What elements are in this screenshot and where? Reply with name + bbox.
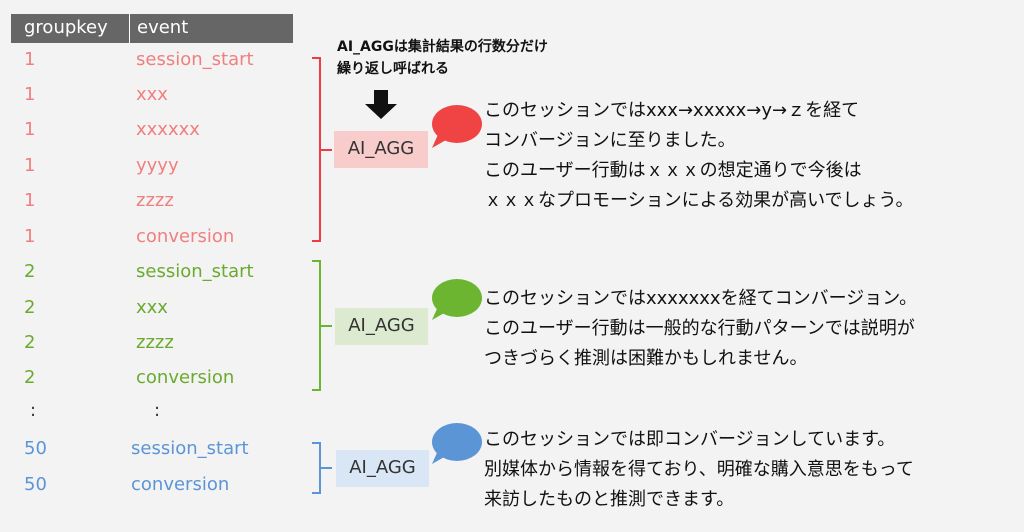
- green-line-1: このセッションではxxxxxxxを経てコンバージョン。: [484, 288, 918, 309]
- row-8-key: 2: [24, 297, 36, 318]
- row-5-event: zzzz: [136, 190, 174, 211]
- row-12-key: 50: [24, 474, 47, 495]
- blue-bubble-text: このセッションでは即コンバージョンしています。 別媒体から情報を得ており、明確な…: [484, 425, 914, 515]
- blue-speech-bubble-icon: [432, 423, 482, 461]
- row-7-key: 2: [24, 261, 36, 282]
- row-2-event: xxx: [136, 84, 168, 105]
- row-3-key: 1: [24, 119, 36, 140]
- note-line-1: AI_AGGは集計結果の行数分だけ: [337, 39, 548, 55]
- green-bubble-text: このセッションではxxxxxxxを経てコンバージョン。 このユーザー行動は一般的…: [484, 284, 917, 374]
- row-11-event: session_start: [131, 438, 249, 459]
- red-speech-bubble-body: [432, 105, 482, 143]
- note-line-2: 繰り返し呼ばれる: [337, 61, 449, 77]
- ellipsis-key: :: [30, 400, 37, 421]
- row-1-key: 1: [24, 49, 36, 70]
- ai-agg-box-green: AI_AGG: [335, 308, 428, 345]
- row-9-key: 2: [24, 332, 36, 353]
- blue-line-3: 来訪したものと推測できます。: [484, 489, 735, 510]
- header-event: event: [137, 17, 189, 38]
- header-groupkey: groupkey: [24, 17, 108, 38]
- green-line-3: つきづらく推測は困難かもしれません。: [484, 348, 808, 369]
- green-bracket: [312, 260, 332, 391]
- ai-agg-box-red: AI_AGG: [334, 131, 428, 168]
- red-line-4: ｘｘｘなプロモーションによる効果が高いでしょう。: [484, 190, 914, 211]
- down-arrow-icon: [365, 90, 397, 119]
- blue-line-2: 別媒体から情報を得ており、明確な購入意思をもって: [484, 459, 914, 480]
- row-6-event: conversion: [136, 226, 235, 247]
- header-divider: [129, 14, 130, 43]
- red-bubble-text: このセッションではxxx→xxxxx→y→ｚを経て コンバージョンに至りました。…: [484, 96, 913, 216]
- table-header: groupkey event: [11, 14, 293, 43]
- green-line-2: このユーザー行動は一般的な行動パターンでは説明が: [484, 318, 915, 339]
- ellipsis-event: :: [154, 400, 161, 421]
- row-4-key: 1: [24, 155, 36, 176]
- ai-agg-note: AI_AGGは集計結果の行数分だけ 繰り返し呼ばれる: [337, 36, 548, 80]
- row-2-key: 1: [24, 84, 36, 105]
- row-4-event: yyyy: [136, 155, 179, 176]
- ai-agg-box-blue: AI_AGG: [336, 450, 429, 487]
- row-7-event: session_start: [136, 261, 254, 282]
- red-bracket: [312, 57, 332, 242]
- red-line-1: このセッションではxxx→xxxxx→y→ｚを経て: [484, 100, 860, 121]
- red-line-2: コンバージョンに至りました。: [484, 130, 736, 151]
- row-11-key: 50: [24, 438, 47, 459]
- row-6-key: 1: [24, 226, 36, 247]
- row-10-event: conversion: [136, 367, 235, 388]
- row-9-event: zzzz: [136, 332, 174, 353]
- row-8-event: xxx: [136, 297, 168, 318]
- row-3-event: xxxxxx: [136, 119, 200, 140]
- row-10-key: 2: [24, 367, 36, 388]
- red-line-3: このユーザー行動はｘｘｘの想定通りで今後は: [484, 160, 862, 181]
- row-1-event: session_start: [136, 49, 254, 70]
- row-12-event: conversion: [131, 474, 230, 495]
- blue-bracket: [312, 442, 332, 494]
- green-speech-bubble-icon: [432, 279, 482, 317]
- row-5-key: 1: [24, 190, 36, 211]
- blue-line-1: このセッションでは即コンバージョンしています。: [484, 429, 896, 450]
